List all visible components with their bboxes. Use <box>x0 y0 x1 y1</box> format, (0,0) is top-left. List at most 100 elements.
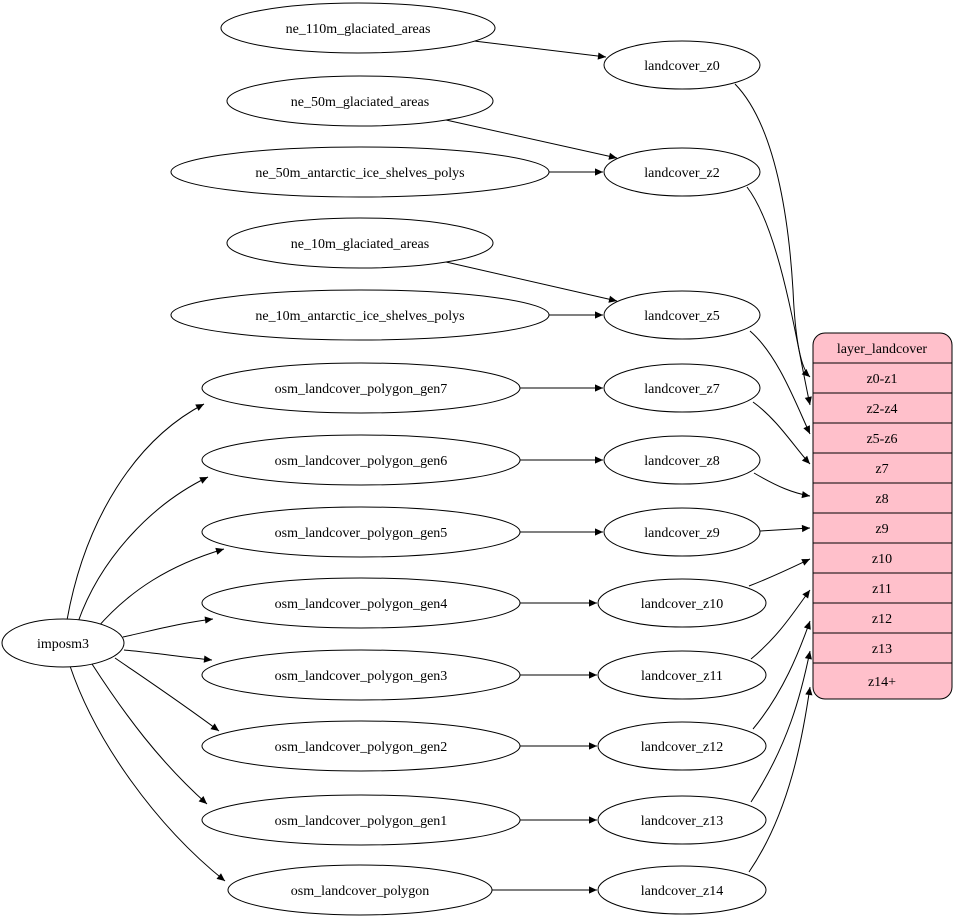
table-row-z10: z10 <box>872 552 892 567</box>
node-label: landcover_z10 <box>641 597 723 612</box>
node-shape <box>603 435 761 485</box>
node-shape <box>597 795 767 845</box>
node-shape <box>201 577 521 629</box>
node-label: ne_110m_glaciated_areas <box>286 22 431 37</box>
table-row-z5-z6: z5-z6 <box>866 432 897 447</box>
edge-landcover_z7-to-row-z7 <box>752 401 811 465</box>
node-shape <box>170 289 550 341</box>
node-imposm3-shape <box>1 618 125 668</box>
node-landcover_z8: landcover_z8 <box>603 435 761 485</box>
edge-landcover_z12-to-row-z12 <box>752 620 811 730</box>
node-shape <box>603 363 761 413</box>
node-label: ne_10m_glaciated_areas <box>291 237 429 252</box>
node-shape <box>201 434 521 486</box>
generalized-nodes-group: landcover_z0 landcover_z2 landcover_z5 l… <box>597 40 767 915</box>
edge-landcover_z14-to-row-z14plus <box>748 686 813 873</box>
node-label: osm_landcover_polygon_gen4 <box>275 597 448 612</box>
edge-imposm3-to-osm_landcover_polygon_gen7 <box>66 403 205 621</box>
table-row-z2-z4: z2-z4 <box>866 402 897 417</box>
node-landcover_z9: landcover_z9 <box>603 507 761 557</box>
table-row-z11: z11 <box>872 582 892 597</box>
edge-imposm3-to-osm_landcover_polygon_gen3 <box>123 649 213 663</box>
node-label: osm_landcover_polygon_gen3 <box>275 669 448 684</box>
node-shape <box>597 865 767 915</box>
node-ne_110m_glaciated_areas: ne_110m_glaciated_areas <box>220 2 496 54</box>
node-ne_10m_antarctic_ice_shelves_polys: ne_10m_antarctic_ice_shelves_polys <box>170 289 550 341</box>
node-imposm3: imposm3 <box>1 618 125 668</box>
table-row-z14plus: z14+ <box>868 675 896 690</box>
node-osm_landcover_polygon_gen3: osm_landcover_polygon_gen3 <box>201 649 521 701</box>
node-label: landcover_z9 <box>644 526 719 541</box>
edge-ne_110m_glaciated_areas-to-landcover_z0 <box>473 40 607 60</box>
edge-imposm3-to-osm_landcover_polygon_gen2 <box>114 657 220 732</box>
node-shape <box>170 146 550 198</box>
edge-landcover_z8-to-row-z8 <box>753 472 811 499</box>
edge-landcover_z2-to-row-z2-z4 <box>746 186 812 406</box>
table-title: layer_landcover <box>837 342 928 357</box>
edge-imposm3-to-osm_landcover_polygon_gen6 <box>77 476 209 623</box>
edge-imposm3-to-osm_landcover_polygon_gen4 <box>122 616 214 638</box>
edge-landcover_z5-to-row-z5-z6 <box>749 330 811 435</box>
table-row-z7: z7 <box>875 462 888 477</box>
node-shape <box>603 40 761 90</box>
edge-imposm3-to-osm_landcover_polygon_gen1 <box>91 663 208 805</box>
node-label: landcover_z13 <box>641 814 723 829</box>
node-shape <box>603 147 761 197</box>
node-shape <box>201 506 521 558</box>
source-nodes-group: ne_110m_glaciated_areas ne_50m_glaciated… <box>170 2 550 916</box>
node-label: osm_landcover_polygon <box>291 884 429 899</box>
node-label: osm_landcover_polygon_gen6 <box>275 454 448 469</box>
edge-landcover_z9-to-row-z9 <box>759 524 811 533</box>
table-row-z8: z8 <box>875 492 888 507</box>
node-label: ne_50m_glaciated_areas <box>291 95 429 110</box>
node-label: osm_landcover_polygon_gen1 <box>275 814 448 829</box>
edge-ne_50m_glaciated_areas-to-landcover_z2 <box>445 119 618 160</box>
edge-landcover_z13-to-row-z13 <box>750 650 812 803</box>
node-shape <box>597 650 767 700</box>
node-label: ne_10m_antarctic_ice_shelves_polys <box>255 309 464 324</box>
node-landcover_z14: landcover_z14 <box>597 865 767 915</box>
edge-imposm3-to-osm_landcover_polygon_gen5 <box>96 547 225 629</box>
node-ne_50m_antarctic_ice_shelves_polys: ne_50m_antarctic_ice_shelves_polys <box>170 146 550 198</box>
node-landcover_z13: landcover_z13 <box>597 795 767 845</box>
node-shape <box>201 362 521 414</box>
node-shape <box>603 507 761 557</box>
node-label: ne_50m_antarctic_ice_shelves_polys <box>255 166 464 181</box>
node-shape <box>597 578 767 628</box>
node-shape <box>226 75 494 127</box>
node-label: landcover_z12 <box>641 740 723 755</box>
node-osm_landcover_polygon_gen2: osm_landcover_polygon_gen2 <box>201 720 521 772</box>
node-landcover_z5: landcover_z5 <box>603 290 761 340</box>
node-shape <box>201 794 521 846</box>
node-ne_10m_glaciated_areas: ne_10m_glaciated_areas <box>226 217 494 269</box>
node-label: osm_landcover_polygon_gen2 <box>275 740 448 755</box>
node-label: landcover_z14 <box>641 884 723 899</box>
table-row-z9: z9 <box>875 522 888 537</box>
node-shape <box>227 864 493 916</box>
node-label: landcover_z11 <box>641 669 723 684</box>
table-row-z13: z13 <box>872 642 892 657</box>
node-landcover_z12: landcover_z12 <box>597 721 767 771</box>
node-label: landcover_z0 <box>644 59 719 74</box>
node-label: landcover_z7 <box>644 382 719 397</box>
node-shape <box>603 290 761 340</box>
table-layer_landcover: layer_landcover z0-z1 z2-z4 z5-z6 z7 z8 … <box>812 332 953 700</box>
edge-landcover_z0-to-row-z0-z1 <box>734 83 811 378</box>
table-row-z0-z1: z0-z1 <box>866 372 897 387</box>
node-landcover_z10: landcover_z10 <box>597 578 767 628</box>
node-osm_landcover_polygon: osm_landcover_polygon <box>227 864 493 916</box>
node-label: osm_landcover_polygon_gen5 <box>275 526 448 541</box>
edge-imposm3-to-osm_landcover_polygon <box>69 665 226 882</box>
node-label: osm_landcover_polygon_gen7 <box>275 382 448 397</box>
node-osm_landcover_polygon_gen1: osm_landcover_polygon_gen1 <box>201 794 521 846</box>
node-shape <box>201 649 521 701</box>
node-shape <box>226 217 494 269</box>
node-imposm3-label: imposm3 <box>37 637 89 652</box>
node-shape <box>201 720 521 772</box>
node-osm_landcover_polygon_gen7: osm_landcover_polygon_gen7 <box>201 362 521 414</box>
node-landcover_z7: landcover_z7 <box>603 363 761 413</box>
node-landcover_z2: landcover_z2 <box>603 147 761 197</box>
node-label: landcover_z8 <box>644 454 719 469</box>
node-landcover_z0: landcover_z0 <box>603 40 761 90</box>
node-landcover_z11: landcover_z11 <box>597 650 767 700</box>
